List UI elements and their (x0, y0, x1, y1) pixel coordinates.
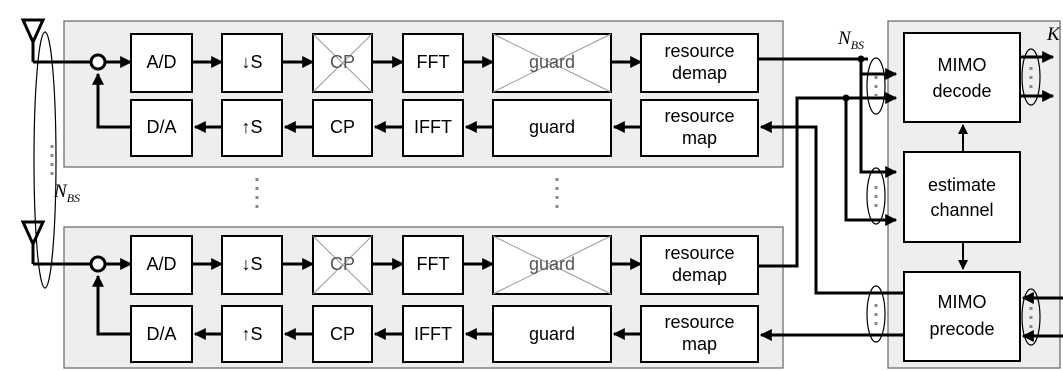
routing-wires (758, 51, 1063, 342)
da-converter-label: D/A (146, 324, 176, 344)
front-end-chain-bottom: A/D ↓S CP FFT guard resource demap D/A ↑… (33, 235, 759, 363)
ifft-block (402, 305, 464, 363)
downsample-block (221, 235, 283, 295)
fft-label: FFT (417, 254, 450, 274)
cp-removal-label: CP (330, 254, 355, 274)
upsample-label: ↑S (241, 324, 262, 344)
resource-demap-label-line2: demap (672, 63, 727, 83)
fft-block (402, 235, 464, 295)
da-converter-block (130, 305, 193, 363)
mimo-precode-label-line2: precode (929, 319, 994, 339)
ifft-block (402, 99, 464, 157)
fft-label: FFT (417, 52, 450, 72)
guard-insert-label: guard (529, 324, 575, 344)
resource-demap-label-line1: resource (664, 243, 734, 263)
fft-block (402, 33, 464, 93)
ad-converter-label: A/D (146, 52, 176, 72)
resource-map-label-line1: resource (664, 312, 734, 332)
antenna-array-bracket (33, 31, 57, 289)
cp-insert-block (312, 305, 373, 363)
downsample-label: ↓S (241, 52, 262, 72)
bus-bracket (1021, 288, 1041, 346)
mimo-decode-label-line2: decode (932, 81, 991, 101)
guard-insert-block (492, 305, 612, 363)
upsample-label: ↑S (241, 117, 262, 137)
mimo-decode-label-line1: MIMO (938, 55, 987, 75)
front-end-chain-top: A/D ↓S CP FFT guard resource demap D/A ↑… (33, 33, 868, 157)
channel-estimate-label-line2: channel (930, 200, 993, 220)
guard-removal-label: guard (529, 254, 575, 274)
resource-map-label-line2: map (682, 128, 717, 148)
bus-bracket (866, 285, 886, 343)
channel-estimate-block (903, 151, 1021, 243)
cp-removal-label: CP (330, 52, 355, 72)
resource-demap-label-line1: resource (664, 41, 734, 61)
resource-demap-block (640, 33, 759, 93)
ad-converter-block (130, 33, 193, 93)
channel-estimate-label-line1: estimate (928, 175, 996, 195)
k-label: K (1046, 24, 1061, 45)
cp-insert-label: CP (330, 117, 355, 137)
upsample-block (221, 305, 283, 363)
antenna-icon (20, 18, 46, 62)
ad-converter-block (130, 235, 193, 295)
resource-map-label-line2: map (682, 334, 717, 354)
downsample-label: ↓S (241, 254, 262, 274)
da-converter-block (130, 99, 193, 157)
upsample-block (221, 99, 283, 157)
guard-removal-label: guard (529, 52, 575, 72)
bus-bracket (866, 57, 886, 115)
resource-map-label-line1: resource (664, 106, 734, 126)
bus-bracket (1021, 48, 1041, 106)
resource-demap-block (640, 235, 759, 295)
cp-insert-block (312, 99, 373, 157)
mimo-precode-block (903, 271, 1021, 362)
resource-map-block (640, 305, 759, 363)
duplex-node (89, 53, 107, 71)
guard-insert-block (492, 99, 612, 157)
ad-converter-label: A/D (146, 254, 176, 274)
resource-demap-label-line2: demap (672, 265, 727, 285)
ifft-label: IFFT (414, 324, 452, 344)
ifft-label: IFFT (414, 117, 452, 137)
antenna-icon (20, 220, 46, 264)
bus-brackets (866, 48, 1041, 346)
n-bs-label-bus: NBS (837, 28, 864, 52)
da-converter-label: D/A (146, 117, 176, 137)
duplex-node (89, 255, 107, 273)
cp-insert-label: CP (330, 324, 355, 344)
downsample-block (221, 33, 283, 93)
resource-map-block (640, 99, 759, 157)
mimo-decode-block (903, 32, 1021, 123)
bus-bracket (866, 167, 886, 225)
n-bs-label-antennas: NBS (53, 181, 80, 205)
guard-insert-label: guard (529, 117, 575, 137)
mimo-precode-label-line1: MIMO (938, 292, 987, 312)
